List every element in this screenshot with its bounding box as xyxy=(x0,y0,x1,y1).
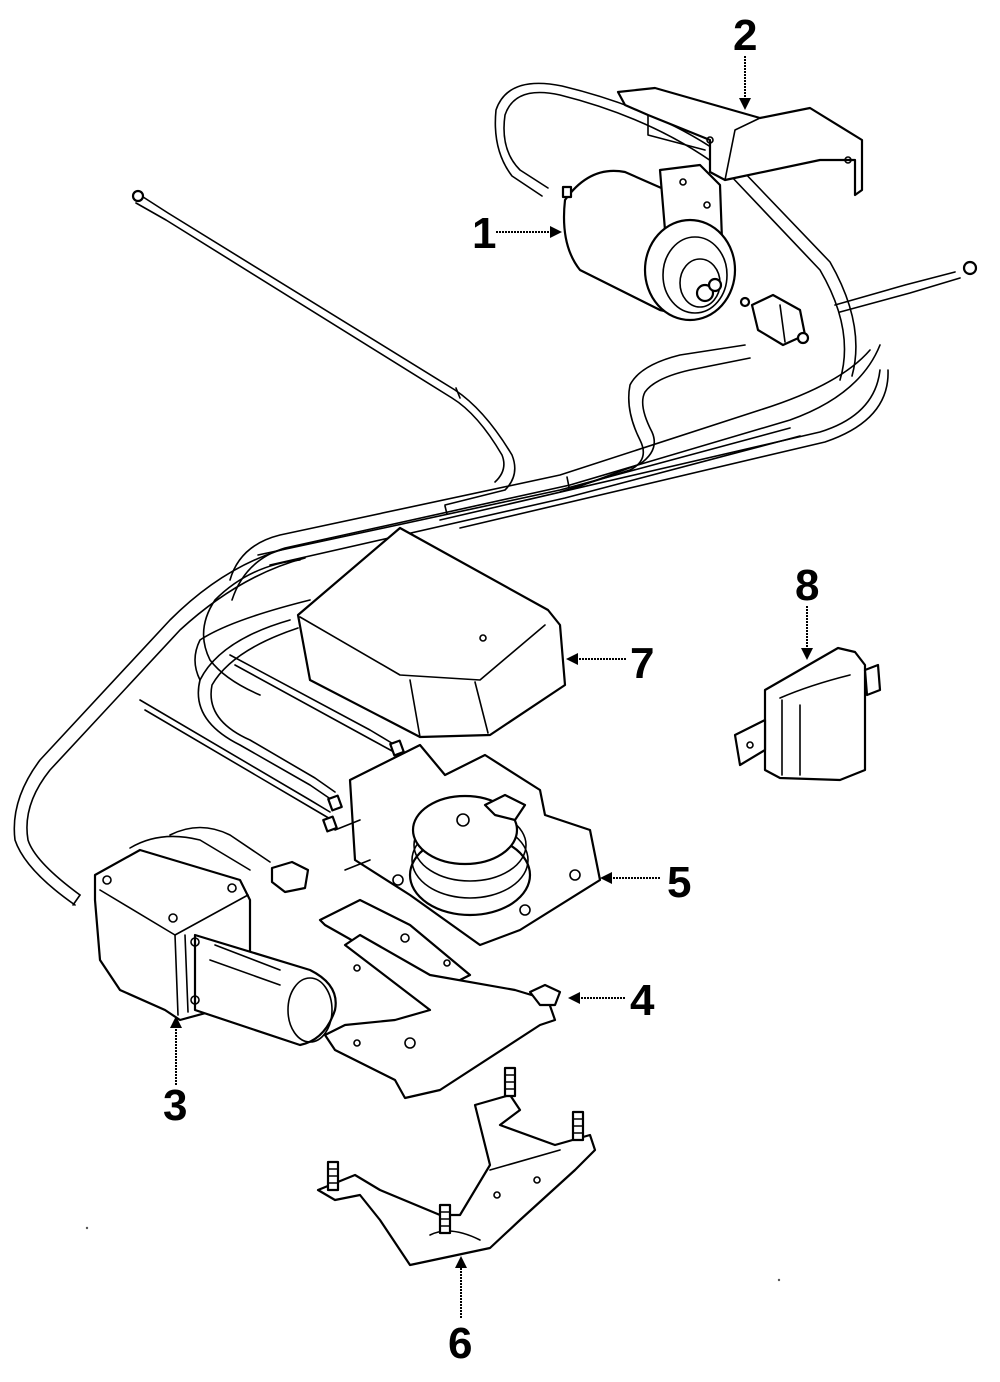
callout-8: 8 xyxy=(795,561,819,660)
part-8-module xyxy=(733,646,882,782)
callout-number-1: 1 xyxy=(472,209,496,258)
part-3-gear-motor xyxy=(93,826,337,1047)
stud-icon xyxy=(326,1160,340,1192)
part-7-cover xyxy=(296,526,567,739)
cable-upper-left xyxy=(139,194,516,506)
part-1-motor xyxy=(561,163,737,322)
callout-3: 3 xyxy=(163,1016,187,1130)
callout-1: 1 xyxy=(472,209,562,258)
part-6-support-bracket xyxy=(316,1066,597,1267)
cable-bundle xyxy=(13,82,978,906)
callout-number-7: 7 xyxy=(630,639,654,688)
stud-icon xyxy=(503,1066,517,1098)
arrow-icon xyxy=(455,1256,467,1268)
arrow-icon xyxy=(739,98,751,110)
part-5-drum-assembly xyxy=(318,743,602,992)
callout-number-4: 4 xyxy=(630,976,655,1025)
arrow-icon xyxy=(600,872,612,884)
arrow-icon xyxy=(801,648,813,660)
callout-4: 4 xyxy=(568,976,655,1025)
cable-end-icon xyxy=(389,739,405,757)
speck xyxy=(777,1278,781,1282)
speck xyxy=(85,1226,89,1230)
arrow-icon xyxy=(566,653,578,665)
connector-plug-icon xyxy=(270,860,310,894)
stud-icon xyxy=(438,1203,452,1235)
motor-terminal-icon xyxy=(561,185,573,199)
cable-end-fitting-right-icon xyxy=(962,260,978,276)
arrow-icon xyxy=(550,226,562,238)
callout-number-2: 2 xyxy=(733,11,757,60)
cable-end-fitting-icon xyxy=(131,189,145,203)
part-2-bracket xyxy=(616,86,864,197)
callout-number-6: 6 xyxy=(448,1319,472,1368)
callout-number-8: 8 xyxy=(795,561,819,610)
switch xyxy=(739,293,810,347)
arrow-icon xyxy=(170,1016,182,1028)
callout-number-3: 3 xyxy=(163,1081,187,1130)
callout-7: 7 xyxy=(566,639,654,688)
callout-2: 2 xyxy=(733,11,757,110)
stud-icon xyxy=(571,1110,585,1142)
callout-6: 6 xyxy=(448,1256,472,1368)
part-4-lower-bracket xyxy=(323,933,562,1100)
callout-number-5: 5 xyxy=(667,858,691,907)
callout-5: 5 xyxy=(600,858,691,907)
arrow-icon xyxy=(568,992,580,1004)
